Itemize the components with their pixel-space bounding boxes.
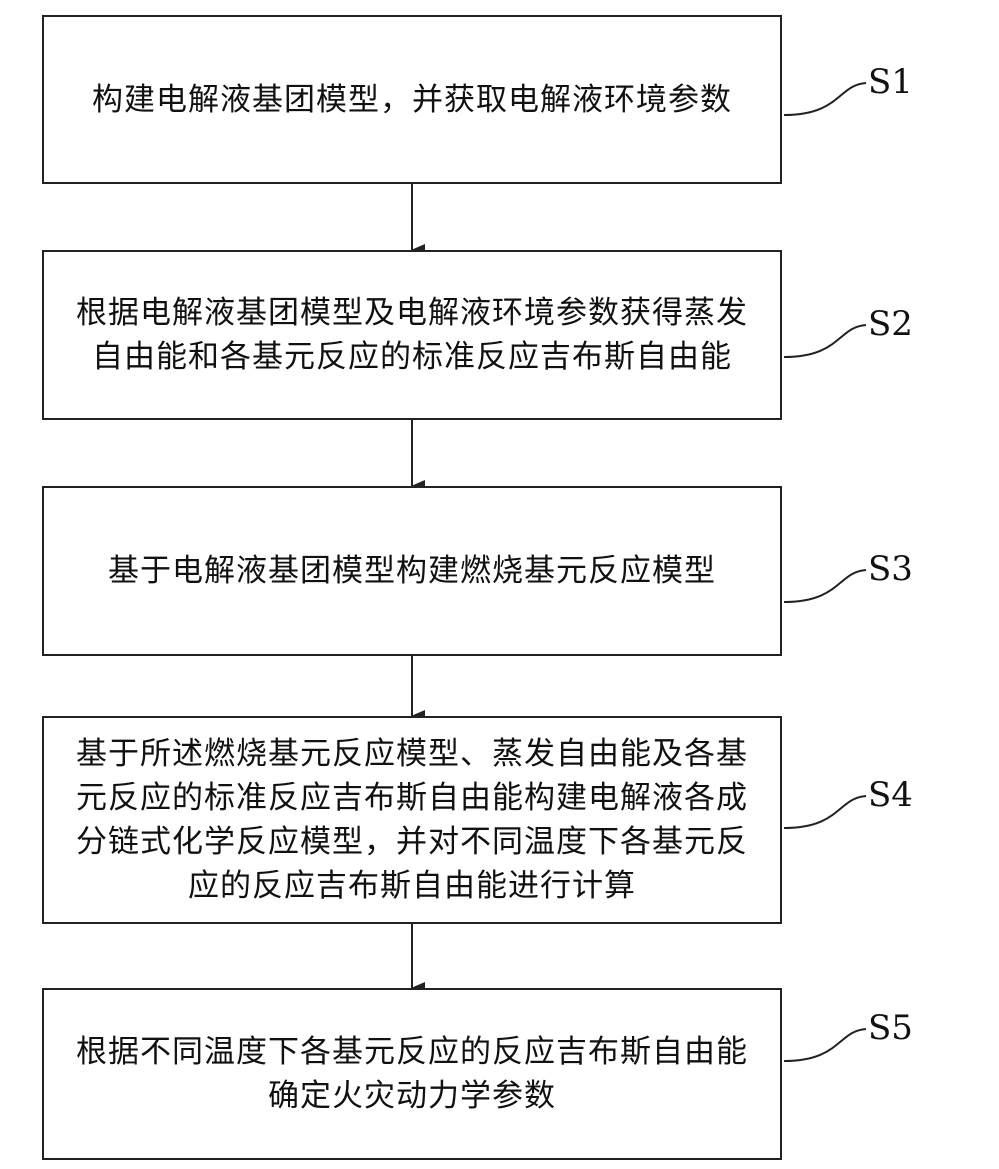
step-label-s5: S5 [868,1008,913,1048]
step-label-s3: S3 [868,549,913,589]
step-box-s3: 基于电解液基团模型构建燃烧基元反应模型 [42,486,782,656]
step-text-s5: 根据不同温度下各基元反应的反应吉布斯自由能 确定火灾动力学参数 [76,1034,748,1114]
step-box-s2: 根据电解液基团模型及电解液环境参数获得蒸发 自由能和各基元反应的标准反应吉布斯自… [42,250,782,420]
step-text-s1: 构建电解液基团模型，并获取电解液环境参数 [92,81,732,118]
leader-curve-s2 [783,324,867,358]
step-label-s1: S1 [868,62,913,102]
step-label-s2: S2 [868,304,913,344]
leader-curve-s3 [783,569,867,603]
step-box-s5: 根据不同温度下各基元反应的反应吉布斯自由能 确定火灾动力学参数 [42,988,782,1160]
step-text-s2: 根据电解液基团模型及电解液环境参数获得蒸发 自由能和各基元反应的标准反应吉布斯自… [76,295,748,375]
step-text-s3: 基于电解液基团模型构建燃烧基元反应模型 [108,553,716,589]
step-label-s4: S4 [868,775,913,815]
step-text-s4: 基于所述燃烧基元反应模型、蒸发自由能及各基 元反应的标准反应吉布斯自由能构建电解… [76,736,748,904]
step-box-s1: 构建电解液基团模型，并获取电解液环境参数 [42,15,782,184]
leader-curve-s1 [783,82,867,116]
leader-curve-s5 [783,1028,867,1062]
leader-curve-s4 [783,795,867,829]
step-box-s4: 基于所述燃烧基元反应模型、蒸发自由能及各基 元反应的标准反应吉布斯自由能构建电解… [42,716,782,924]
